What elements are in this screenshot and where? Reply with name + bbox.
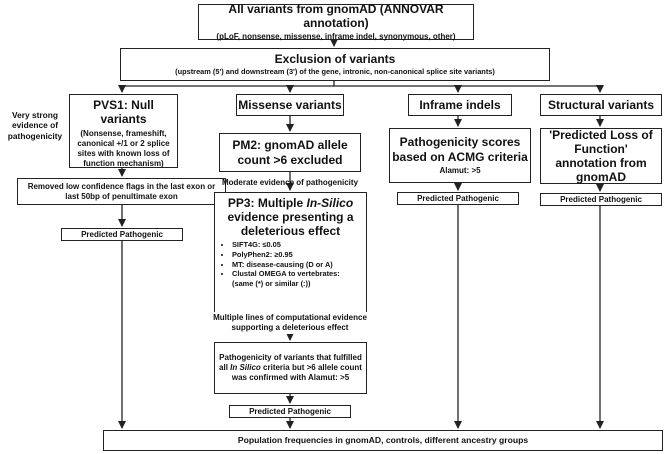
inframe-title: Inframe indels xyxy=(419,97,501,112)
pp3-title-post: evidence presenting a deleterious effect xyxy=(227,210,354,239)
pm2-text: PM2: gnomAD allele count >6 excluded xyxy=(232,138,348,167)
missense-title: Missense variants xyxy=(238,97,342,112)
exclusion-title: Exclusion of variants xyxy=(274,51,396,66)
pvs1-box: PVS1: Null variants (Nonsense, frameshif… xyxy=(69,94,178,168)
population-frequencies-box: Population frequencies in gnomAD, contro… xyxy=(103,430,663,451)
confirm-post: criteria but >6 allele count was confirm… xyxy=(231,363,362,382)
confirm-text: Pathogenicity of variants that fulfilled… xyxy=(218,353,363,382)
score-detail: Alamut: >5 xyxy=(439,165,481,175)
all-variants-subtitle: (pLoF, nonsense, missense, inframe indel… xyxy=(216,32,456,42)
structural-title: Structural variants xyxy=(547,97,655,112)
pvs1-title: PVS1: Null variants xyxy=(93,98,154,127)
annotation-text: 'Predicted Loss of Function' annotation … xyxy=(549,127,653,185)
missense-box: Missense variants xyxy=(236,94,344,116)
missense-result-box: Predicted Pathogenic xyxy=(229,405,351,418)
pp3-title-pre: PP3: Multiple xyxy=(227,196,307,210)
inframe-result-box: Predicted Pathogenic xyxy=(397,192,519,205)
population-frequencies-text: Population frequencies in gnomAD, contro… xyxy=(237,435,529,446)
pp3-title-em: In-Silico xyxy=(306,196,354,210)
criterion-clustal-omega: Clustal OMEGA to vertebrates: (same (*) … xyxy=(232,269,363,288)
confirm-em: In Silico xyxy=(230,363,261,373)
exclusion-subtitle: (upstream (5') and downstream (3') of th… xyxy=(175,67,495,77)
moderate-evidence-label: Moderate evidence of pathogenicity xyxy=(221,178,359,187)
score-box: Pathogenicity scores based on ACMG crite… xyxy=(389,128,531,183)
inframe-box: Inframe indels xyxy=(408,94,512,116)
structural-result-box: Predicted Pathogenic xyxy=(540,193,662,206)
all-variants-title: All variants from gnomAD (ANNOVAR annota… xyxy=(228,1,444,31)
exclusion-box: Exclusion of variants (upstream (5') and… xyxy=(120,48,550,81)
pvs1-result-box: Predicted Pathogenic xyxy=(61,228,183,241)
all-variants-box: All variants from gnomAD (ANNOVAR annota… xyxy=(198,1,474,42)
insilico-criteria-list: SIFT4G: ≤0.05 PolyPhen2: ≥0.95 MT: disea… xyxy=(218,240,363,288)
missense-result-text: Predicted Pathogenic xyxy=(249,406,331,416)
pp3-box: PP3: Multiple In-Silico evidence present… xyxy=(214,192,367,328)
pm2-box: PM2: gnomAD allele count >6 excluded xyxy=(219,133,361,172)
criterion-sift4g: SIFT4G: ≤0.05 xyxy=(232,240,363,250)
inframe-result-text: Predicted Pathogenic xyxy=(417,193,499,203)
pvs1-filter-box: Removed low confidence flags in the last… xyxy=(17,178,226,205)
pp3-title: PP3: Multiple In-Silico evidence present… xyxy=(218,196,363,238)
pvs1-detail: (Nonsense, frameshift, canonical +/1 or … xyxy=(77,129,170,168)
structural-box: Structural variants xyxy=(540,94,662,116)
criterion-polyphen2: PolyPhen2: ≥0.95 xyxy=(232,250,363,260)
pvs1-result-text: Predicted Pathogenic xyxy=(81,229,163,239)
annotation-box: 'Predicted Loss of Function' annotation … xyxy=(540,128,662,184)
criterion-mt: MT: disease-causing (D or A) xyxy=(232,260,363,270)
very-strong-evidence-label: Very strong evidence of pathogenicity xyxy=(7,110,63,141)
confirm-pre: Pathogenicity of variants that fulfilled… xyxy=(219,353,362,373)
score-title: Pathogenicity scores based on ACMG crite… xyxy=(392,135,528,164)
multiple-evidence-label: Multiple lines of computational evidence… xyxy=(204,312,376,334)
confirm-box: Pathogenicity of variants that fulfilled… xyxy=(214,342,367,394)
pvs1-filter-text: Removed low confidence flags in the last… xyxy=(27,181,216,201)
structural-result-text: Predicted Pathogenic xyxy=(560,194,642,204)
